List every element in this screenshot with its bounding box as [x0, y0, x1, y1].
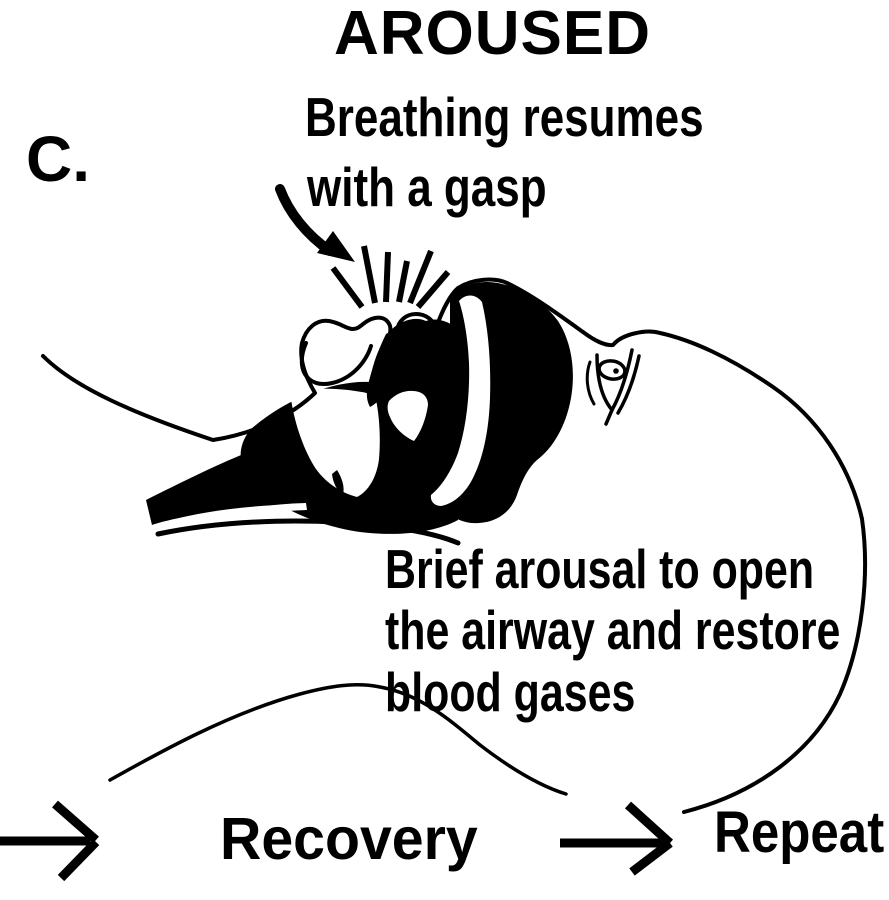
nose-brow-skull-line — [395, 277, 867, 814]
arrow-barb-lower — [57, 838, 100, 882]
gasp-lines-icon — [330, 245, 451, 309]
recovery-label: Recovery — [220, 806, 478, 872]
inner-lip-line — [299, 341, 373, 386]
chin-highlight-shape — [290, 388, 380, 497]
arousal-callout-line3: blood gases — [385, 661, 636, 723]
eye — [585, 348, 641, 426]
panel-letter-label: C. — [26, 123, 90, 195]
airway-channel-shape — [430, 295, 491, 506]
arrow-barb-upper — [624, 801, 674, 847]
arrow-barb-upper — [52, 800, 99, 844]
gasp-line — [396, 260, 410, 303]
open-airway-white-channel — [204, 295, 491, 524]
gasp-line — [407, 249, 434, 305]
gasp-line — [383, 251, 391, 303]
arrow-barb-lower — [629, 839, 673, 876]
shoulder-cheek-lip-line — [41, 315, 393, 442]
arousal-callout-line1: Brief arousal to open — [385, 538, 815, 600]
right-arrow-icon — [560, 801, 674, 876]
page-title: AROUSED — [334, 0, 652, 68]
eyelid-right-line — [610, 348, 634, 412]
repeat-label: Repeat — [714, 800, 885, 865]
eye-crease-line — [585, 360, 596, 406]
iris-shape — [597, 359, 627, 381]
chin-crease-mark — [332, 470, 344, 495]
tongue-details — [332, 331, 407, 495]
arousal-callout-line2: the airway and restore — [385, 599, 841, 661]
curved-arrow-head — [317, 231, 355, 262]
breathing-callout-line2: with a gasp — [307, 156, 547, 218]
gasp-line — [361, 245, 378, 304]
eyelid-outer-line — [616, 354, 641, 415]
gasp-line — [330, 266, 365, 309]
eyelid-tail-line — [604, 408, 614, 426]
chest-curve-line — [108, 683, 568, 796]
pupil-dot — [613, 368, 619, 374]
curved-arrow-shaft — [275, 184, 335, 256]
right-arrow-icon — [0, 800, 100, 882]
curved-arrow-icon — [275, 184, 355, 262]
trachea-slit-shape — [204, 503, 307, 524]
face-outline — [41, 277, 867, 814]
breathing-callout-line1: Breathing resumes — [305, 86, 704, 148]
eyelid-left-line — [595, 353, 614, 412]
mouth-floor-highlight-shape — [387, 390, 428, 441]
tongue-curl-shape — [366, 331, 407, 407]
gasp-line — [415, 270, 451, 309]
lower-neck-line — [155, 518, 461, 546]
